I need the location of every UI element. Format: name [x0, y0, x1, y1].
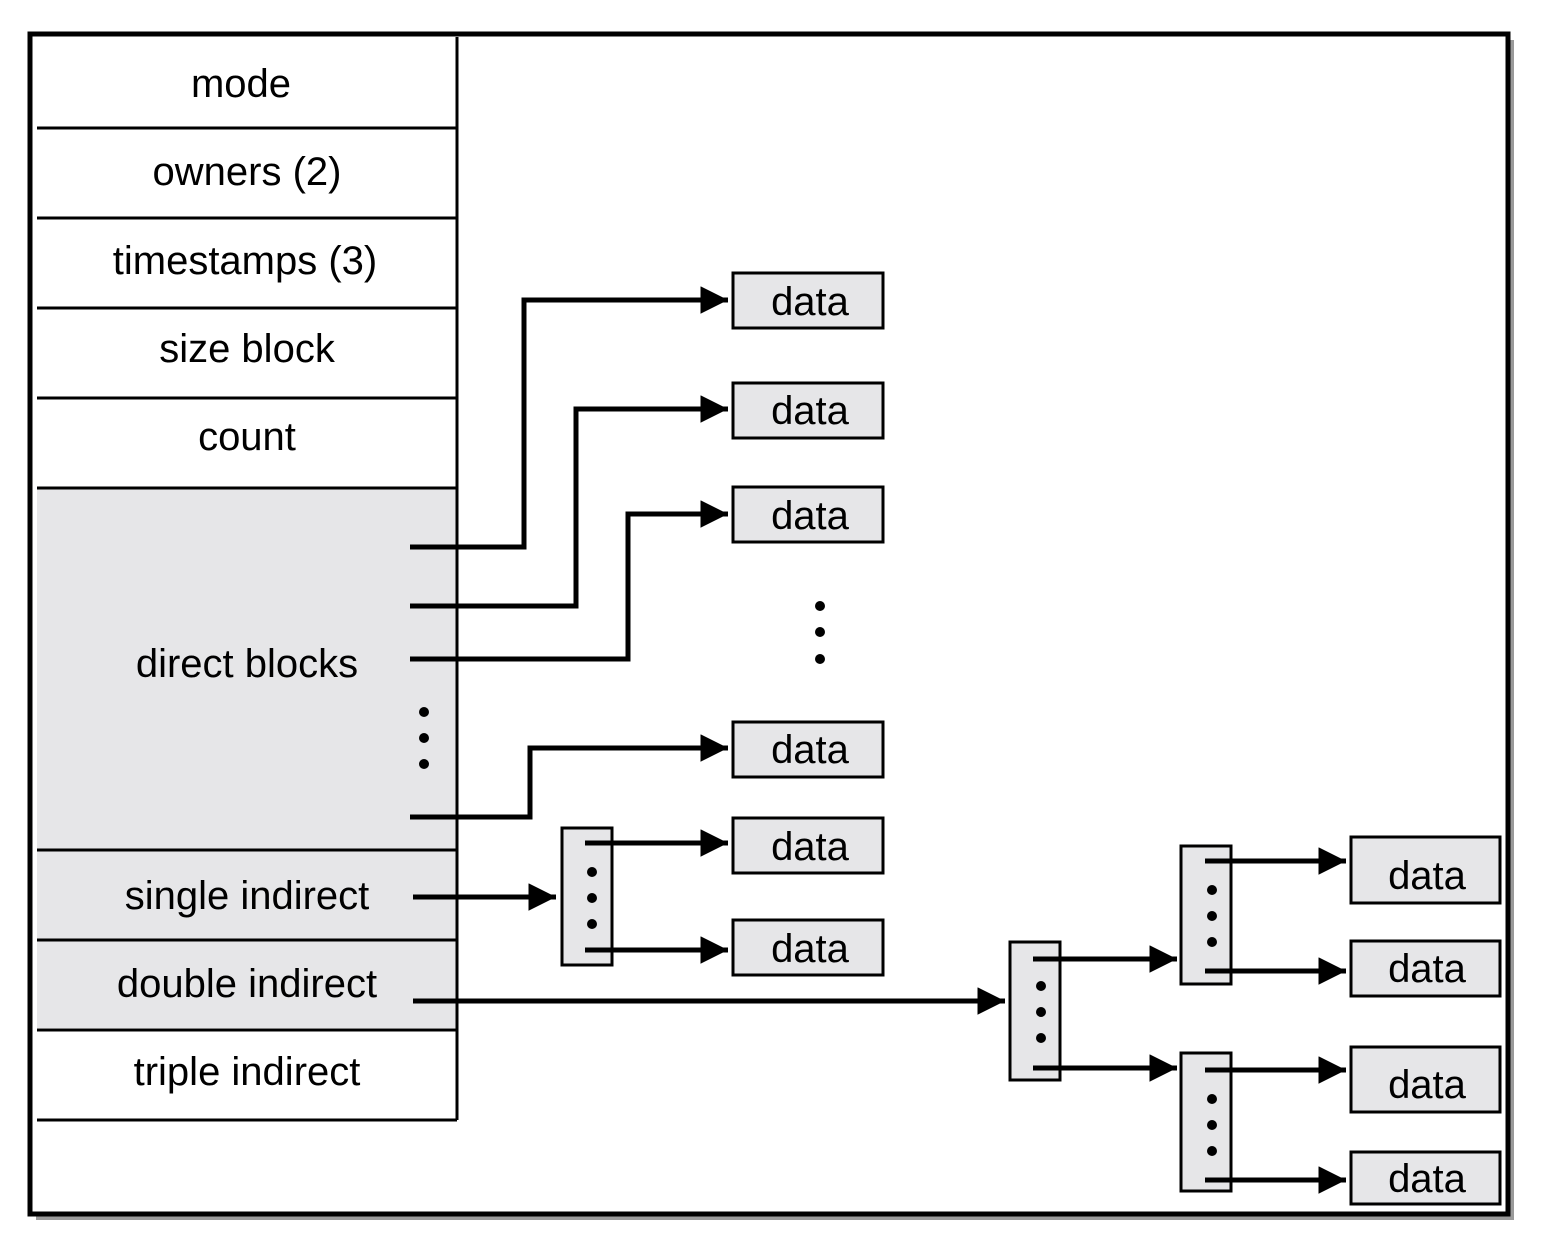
single-indirect-ellipsis [587, 867, 597, 929]
direct-pointer-arrows [410, 286, 728, 820]
data-block [731, 918, 885, 977]
direct-blocks-ellipsis [419, 707, 429, 769]
second-level-ellipsis [1207, 1094, 1217, 1156]
direct-arrow-2 [410, 395, 728, 609]
field-size-block: size block [159, 327, 336, 371]
field-triple-indirect: triple indirect [134, 1050, 361, 1094]
double-indirect-structure: data data data data [413, 835, 1502, 1206]
field-direct-blocks: direct blocks [136, 642, 358, 686]
direct-arrow-last [410, 734, 728, 820]
double-indirect-ellipsis [1036, 981, 1046, 1043]
field-owners: owners (2) [153, 150, 342, 194]
data-block [731, 485, 885, 544]
field-single-indirect: single indirect [125, 874, 370, 918]
data-block [731, 381, 885, 440]
field-double-indirect: double indirect [117, 962, 377, 1006]
field-mode: mode [191, 62, 291, 106]
double-indirect-pointer-block [1008, 940, 1062, 1082]
data-block [1349, 939, 1502, 998]
data-block [731, 816, 885, 875]
data-label: data [1388, 1157, 1467, 1201]
data-label: data [771, 389, 850, 433]
data-block [1349, 1150, 1502, 1206]
second-level-pointer-block [1179, 1051, 1233, 1193]
direct-arrow-3 [410, 500, 728, 662]
data-block [1349, 835, 1502, 905]
data-label: data [771, 494, 850, 538]
data-block [731, 271, 885, 330]
inode-table: mode owners (2) timestamps (3) size bloc… [37, 37, 459, 1122]
data-label: data [1388, 947, 1467, 991]
direct-data-blocks: data data data data [731, 271, 885, 779]
field-count: count [198, 415, 296, 459]
data-label: data [771, 280, 850, 324]
data-label: data [771, 927, 850, 971]
data-label: data [771, 728, 850, 772]
data-block [1349, 1045, 1502, 1114]
field-timestamps: timestamps (3) [113, 239, 378, 283]
data-label: data [1388, 854, 1467, 898]
single-indirect-structure: data data [413, 816, 885, 977]
second-level-pointer-block [1179, 844, 1233, 986]
data-block [731, 720, 885, 779]
direct-arrow-1 [410, 286, 728, 550]
data-label: data [1388, 1063, 1467, 1107]
data-label: data [771, 825, 850, 869]
second-level-ellipsis [1207, 885, 1217, 947]
data-blocks-ellipsis [815, 601, 825, 664]
shaded-pointer-region [37, 488, 457, 1028]
single-indirect-pointer-block [560, 826, 614, 967]
